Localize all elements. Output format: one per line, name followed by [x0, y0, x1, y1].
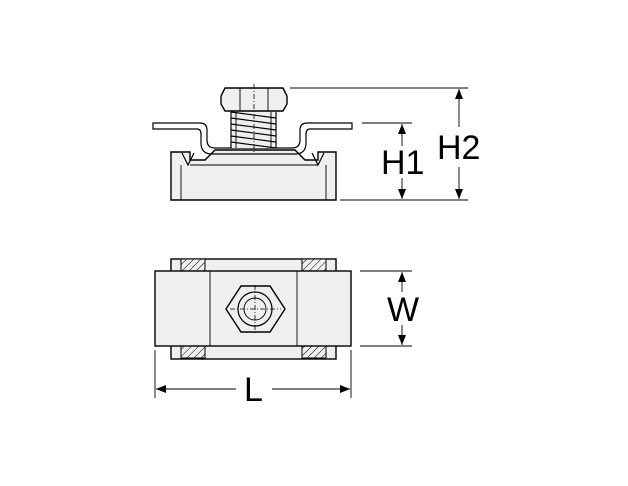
groove-hatch-bottom-left — [180, 345, 206, 359]
side-view-nut-body — [170, 149, 337, 201]
h2-label: H2 — [437, 129, 480, 167]
side-view: H1 H2 — [152, 84, 480, 201]
groove-hatch-bottom-right — [301, 345, 327, 359]
groove-hatch-top-right — [301, 258, 327, 272]
side-view-hex-head — [220, 84, 288, 152]
side-view-groove-left — [181, 152, 195, 167]
groove-hatch-top-left — [180, 258, 206, 272]
top-view-hex-bolt — [225, 285, 286, 333]
side-view-spring — [230, 110, 277, 149]
side-view-saddle — [152, 122, 353, 155]
top-view: W L — [154, 258, 419, 409]
l-label: L — [244, 371, 263, 409]
w-label: W — [387, 291, 419, 329]
h1-label: H1 — [381, 144, 424, 182]
